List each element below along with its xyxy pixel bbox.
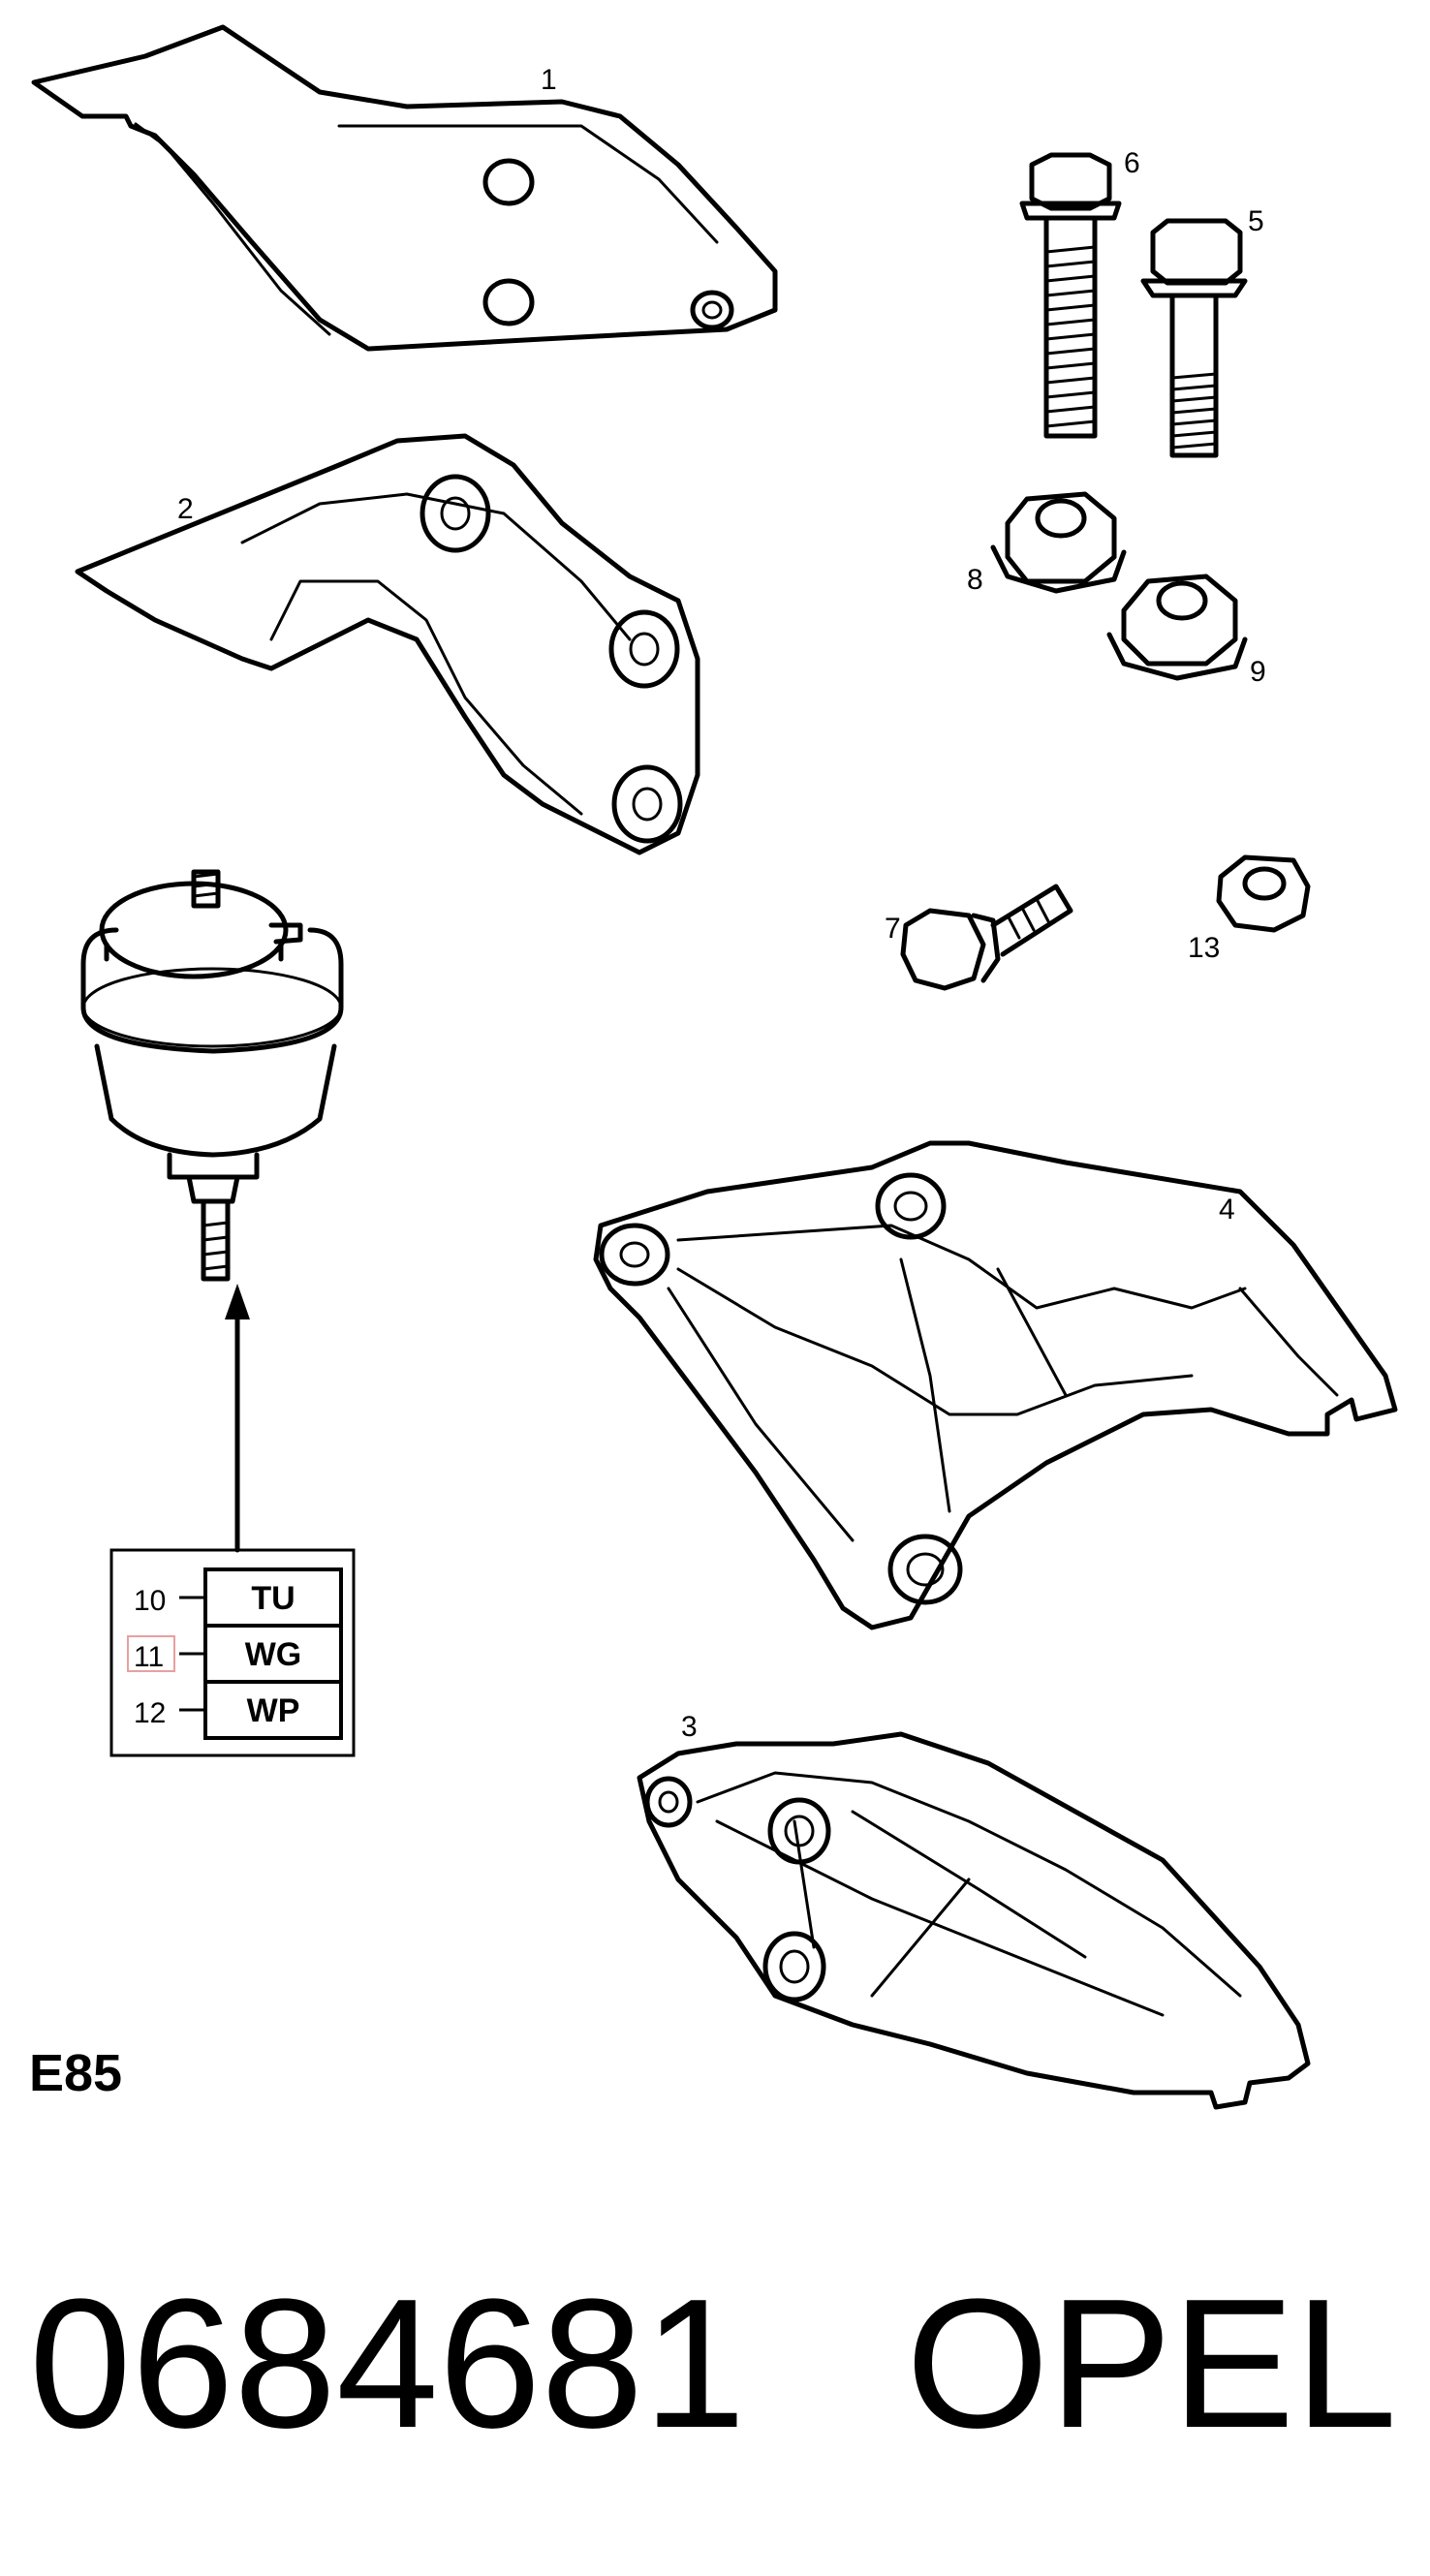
callout-6: 6: [1124, 147, 1140, 179]
callout-arrow: [225, 1284, 250, 1553]
variant-row-10-code: TU: [251, 1580, 295, 1617]
callout-1: 1: [541, 64, 557, 96]
part-4-bracket: [593, 1140, 1398, 1630]
nut-8: [990, 491, 1127, 594]
part-2-bracket: [75, 433, 700, 855]
callout-3: 3: [681, 1711, 698, 1743]
variant-table: 10 TU 11 WG 12 WP: [109, 1548, 356, 1757]
part-1-bracket: [31, 24, 778, 352]
engine-mount-damper: [80, 869, 344, 1282]
variant-row-11-code: WG: [245, 1636, 302, 1673]
variant-row-11-number: 11: [134, 1641, 164, 1673]
nut-9: [1106, 574, 1248, 681]
bolt-6: [1019, 152, 1122, 439]
callout-13: 13: [1188, 932, 1220, 964]
callout-7: 7: [885, 913, 901, 945]
callout-8: 8: [967, 564, 983, 596]
nut-13: [1216, 854, 1311, 933]
callout-2: 2: [177, 493, 194, 525]
callout-9: 9: [1250, 656, 1266, 688]
variant-row-11-highlight: [127, 1635, 175, 1672]
callout-5: 5: [1248, 205, 1264, 237]
bolt-7: [900, 884, 1073, 991]
part-3-bracket: [637, 1731, 1311, 2110]
footer-brand: OPEL: [906, 2261, 1397, 2467]
footer-part-number: 0684681: [29, 2261, 746, 2467]
variant-row-10-number: 10: [134, 1585, 166, 1617]
bolt-5: [1140, 218, 1248, 458]
variant-row-12-code: WP: [247, 1692, 300, 1729]
section-code: E85: [29, 2044, 122, 2102]
callout-4: 4: [1219, 1194, 1235, 1226]
variant-row-12-number: 12: [134, 1697, 166, 1729]
